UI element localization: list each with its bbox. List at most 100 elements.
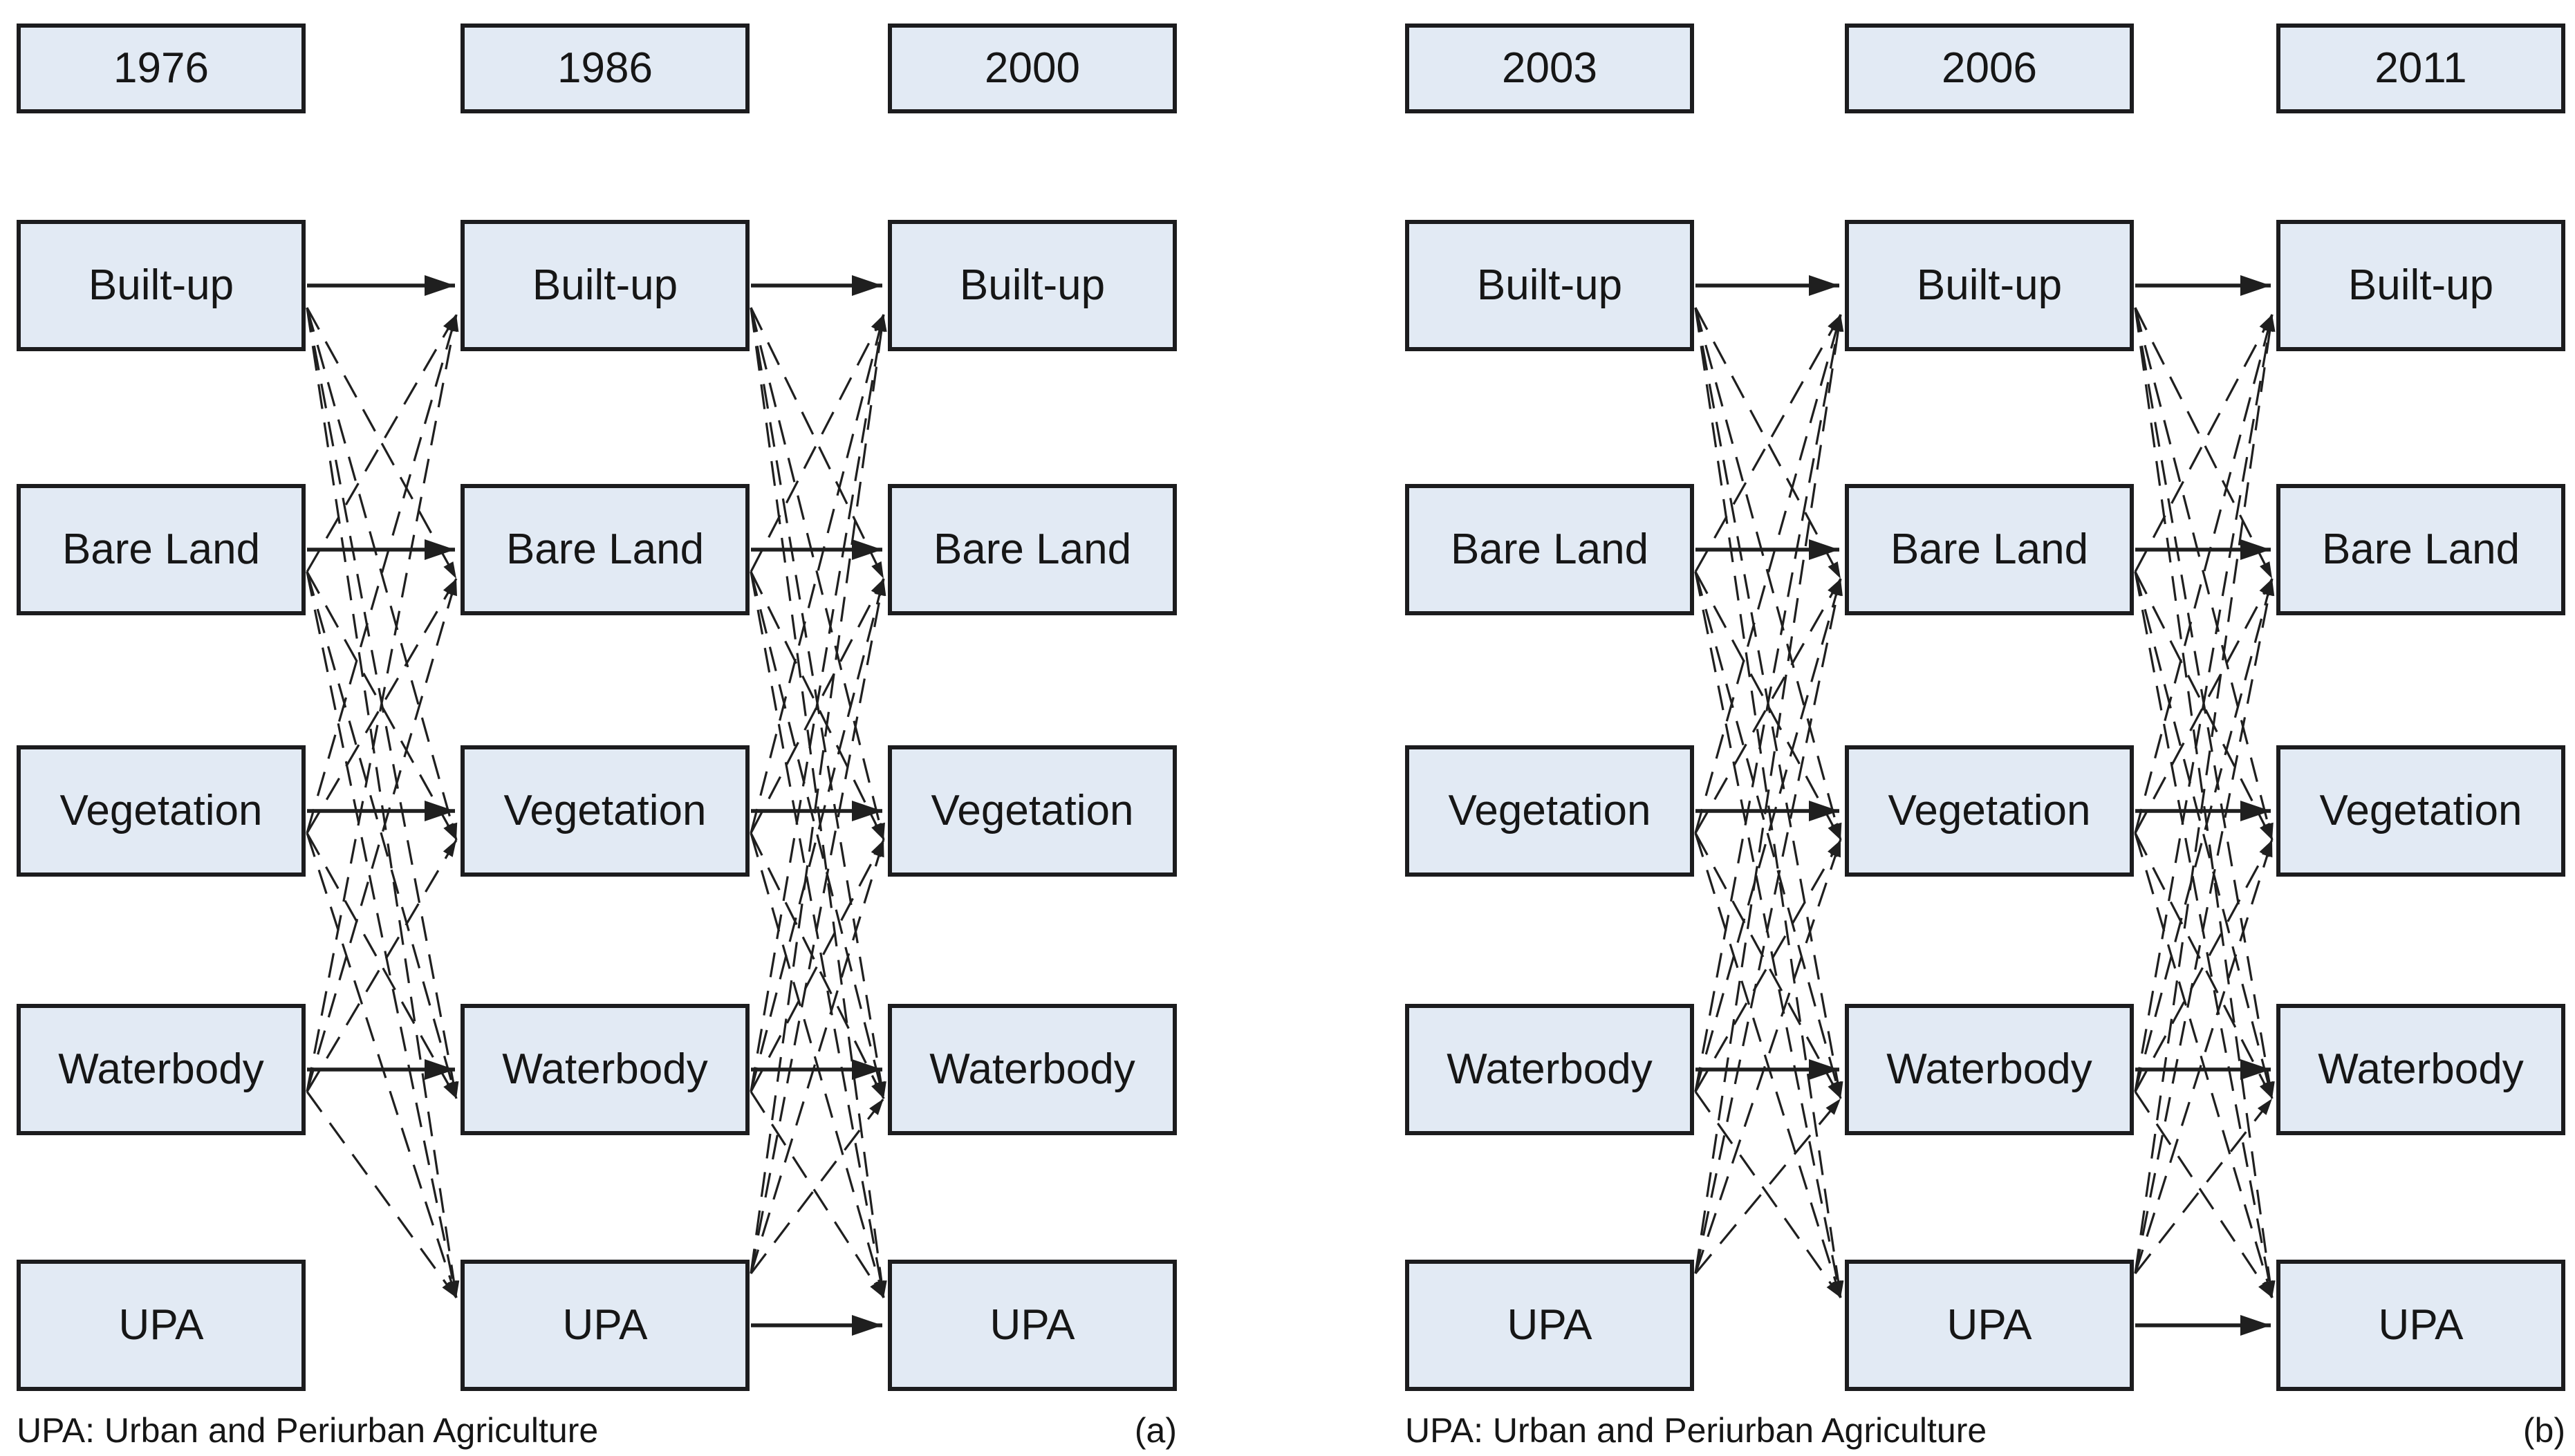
panel-a-col1-box-vegetation: Vegetation <box>17 745 306 877</box>
panel-b-dashed-link-bare-land-to-vegetation-0-1 <box>1694 571 1842 841</box>
panel-a-dashed-link-waterbody-to-vegetation-0-1 <box>306 839 458 1092</box>
panel-b-dashed-link-built-up-to-upa-0-1 <box>1694 307 1844 1298</box>
panel-a-dashed-link-bare-land-to-built-up-0-1 <box>306 314 458 572</box>
panel-b-caption: (b) <box>2522 1411 2565 1450</box>
panel-a-year-box-1986: 1986 <box>461 24 750 113</box>
panel-b-dashed-link-bare-land-to-upa-0-1 <box>1694 571 1843 1298</box>
panel-a-dashed-link-vegetation-to-waterbody-0-1 <box>306 832 458 1099</box>
panel-a-col1-box-bare-land: Bare Land <box>17 484 306 615</box>
panel-b-dashed-link-vegetation-to-bare-land-1-2 <box>2134 578 2274 834</box>
panel-b-dashed-link-upa-to-bare-land-0-1 <box>1694 578 1843 1274</box>
panel-b-col1-box-bare-land: Bare Land <box>1405 484 1694 615</box>
panel-b-dashed-link-vegetation-to-built-up-0-1 <box>1694 314 1842 834</box>
upa-legend-panel-b: UPA: Urban and Periurban Agriculture <box>1405 1411 1987 1450</box>
panel-a-dashed-link-waterbody-to-built-up-1-2 <box>750 314 886 1092</box>
panel-a-dashed-link-built-up-to-upa-1-2 <box>750 307 887 1298</box>
panel-a-col1-box-upa: UPA <box>17 1260 306 1391</box>
panel-b-dashed-link-waterbody-to-bare-land-0-1 <box>1694 578 1842 1092</box>
panel-b-dashed-link-upa-to-bare-land-1-2 <box>2134 578 2275 1274</box>
panel-b-col2-box-upa: UPA <box>1845 1260 2134 1391</box>
panel-a-dashed-link-waterbody-to-bare-land-1-2 <box>750 578 885 1092</box>
panel-a-dashed-link-bare-land-to-built-up-1-2 <box>750 314 885 572</box>
panel-b-dashed-link-waterbody-to-vegetation-1-2 <box>2134 839 2274 1092</box>
panel-b-dashed-link-vegetation-to-bare-land-0-1 <box>1694 578 1842 834</box>
panel-a-dashed-link-built-up-to-bare-land-1-2 <box>750 307 885 579</box>
panel-a-col1-box-built-up: Built-up <box>17 220 306 351</box>
panel-a-dashed-link-waterbody-to-upa-1-2 <box>750 1091 885 1298</box>
panel-b-col1-box-waterbody: Waterbody <box>1405 1004 1694 1135</box>
panel-b-dashed-link-built-up-to-vegetation-0-1 <box>1694 307 1842 841</box>
panel-a-col3-box-bare-land: Bare Land <box>888 484 1177 615</box>
panel-a-dashed-link-vegetation-to-built-up-0-1 <box>306 314 458 834</box>
panel-a-dashed-link-upa-to-built-up-1-2 <box>750 314 887 1274</box>
panel-a-dashed-link-waterbody-to-bare-land-0-1 <box>306 578 458 1092</box>
panel-b-dashed-link-bare-land-to-upa-1-2 <box>2134 571 2275 1298</box>
panel-b-col2-box-vegetation: Vegetation <box>1845 745 2134 877</box>
panel-b-dashed-link-bare-land-to-built-up-0-1 <box>1694 314 1842 572</box>
panel-b-dashed-link-waterbody-to-upa-0-1 <box>1694 1091 1842 1298</box>
panel-a-dashed-link-waterbody-to-built-up-0-1 <box>306 314 459 1092</box>
panel-b-dashed-link-built-up-to-vegetation-1-2 <box>2134 307 2274 841</box>
panel-a-dashed-link-built-up-to-vegetation-1-2 <box>750 307 885 841</box>
panel-b-year-box-2011: 2011 <box>2276 24 2565 113</box>
panel-b-col3-box-upa: UPA <box>2276 1260 2565 1391</box>
panel-b-dashed-link-bare-land-to-vegetation-1-2 <box>2134 571 2274 841</box>
panel-b-col2-box-built-up: Built-up <box>1845 220 2134 351</box>
panel-a-col3-box-vegetation: Vegetation <box>888 745 1177 877</box>
panel-a-dashed-link-bare-land-to-vegetation-1-2 <box>750 571 885 841</box>
panel-b-col3-box-bare-land: Bare Land <box>2276 484 2565 615</box>
panel-a-dashed-link-bare-land-to-upa-0-1 <box>306 571 459 1298</box>
panel-b-dashed-link-built-up-to-bare-land-1-2 <box>2134 307 2274 579</box>
panel-b-col1-box-vegetation: Vegetation <box>1405 745 1694 877</box>
panel-a-dashed-link-waterbody-to-upa-0-1 <box>306 1091 458 1298</box>
panel-b-col2-box-bare-land: Bare Land <box>1845 484 2134 615</box>
panel-a-dashed-link-upa-to-bare-land-1-2 <box>750 578 886 1274</box>
panel-b-col3-box-vegetation: Vegetation <box>2276 745 2565 877</box>
panel-a-year-box-2000: 2000 <box>888 24 1177 113</box>
panel-a-year-box-1976: 1976 <box>17 24 306 113</box>
panel-a-dashed-link-built-up-to-vegetation-0-1 <box>306 307 458 841</box>
panel-a-dashed-link-bare-land-to-waterbody-1-2 <box>750 571 885 1099</box>
panel-b-col1-box-upa: UPA <box>1405 1260 1694 1391</box>
panel-b-col3-box-waterbody: Waterbody <box>2276 1004 2565 1135</box>
panel-a-dashed-link-vegetation-to-bare-land-0-1 <box>306 578 458 834</box>
panel-a-col2-box-upa: UPA <box>461 1260 750 1391</box>
panel-a-dashed-link-vegetation-to-upa-1-2 <box>750 832 885 1298</box>
panel-b-dashed-link-bare-land-to-waterbody-0-1 <box>1694 571 1842 1099</box>
panel-b-dashed-link-built-up-to-upa-1-2 <box>2134 307 2276 1298</box>
panel-b-year-box-2006: 2006 <box>1845 24 2134 113</box>
panel-b-col2-box-waterbody: Waterbody <box>1845 1004 2134 1135</box>
panel-b-dashed-link-upa-to-built-up-1-2 <box>2134 314 2276 1274</box>
panel-a-col2-box-vegetation: Vegetation <box>461 745 750 877</box>
panel-b-dashed-link-vegetation-to-waterbody-0-1 <box>1694 832 1842 1099</box>
panel-b-dashed-link-built-up-to-bare-land-0-1 <box>1694 307 1842 579</box>
panel-a-dashed-link-built-up-to-bare-land-0-1 <box>306 307 458 579</box>
panel-b-dashed-link-vegetation-to-waterbody-1-2 <box>2134 832 2274 1099</box>
panel-b-dashed-link-bare-land-to-waterbody-1-2 <box>2134 571 2274 1099</box>
panel-a-col2-box-waterbody: Waterbody <box>461 1004 750 1135</box>
panel-a-dashed-link-vegetation-to-built-up-1-2 <box>750 314 885 834</box>
panel-a-col1-box-waterbody: Waterbody <box>17 1004 306 1135</box>
panel-b-dashed-link-waterbody-to-upa-1-2 <box>2134 1091 2274 1298</box>
panel-b-dashed-link-waterbody-to-built-up-1-2 <box>2134 314 2275 1092</box>
panel-b-dashed-link-bare-land-to-built-up-1-2 <box>2134 314 2274 572</box>
panel-a-dashed-link-bare-land-to-upa-1-2 <box>750 571 886 1298</box>
panel-a-dashed-link-vegetation-to-bare-land-1-2 <box>750 578 885 834</box>
panel-b-col3-box-built-up: Built-up <box>2276 220 2565 351</box>
panel-b-dashed-link-vegetation-to-upa-1-2 <box>2134 832 2274 1298</box>
upa-legend-panel-a: UPA: Urban and Periurban Agriculture <box>17 1411 599 1450</box>
panel-a-col3-box-waterbody: Waterbody <box>888 1004 1177 1135</box>
panel-b-year-box-2003: 2003 <box>1405 24 1694 113</box>
panel-a-col2-box-bare-land: Bare Land <box>461 484 750 615</box>
panel-a-caption: (a) <box>1134 1411 1177 1450</box>
panel-b-dashed-link-vegetation-to-built-up-1-2 <box>2134 314 2274 834</box>
panel-b-dashed-link-waterbody-to-built-up-0-1 <box>1694 314 1843 1092</box>
panel-a-dashed-link-waterbody-to-vegetation-1-2 <box>750 839 885 1092</box>
panel-b-col1-box-built-up: Built-up <box>1405 220 1694 351</box>
panel-a-dashed-link-vegetation-to-upa-0-1 <box>306 832 458 1298</box>
panel-a-dashed-link-bare-land-to-waterbody-0-1 <box>306 571 458 1099</box>
panel-a-dashed-link-bare-land-to-vegetation-0-1 <box>306 571 458 841</box>
panel-a-dashed-link-vegetation-to-waterbody-1-2 <box>750 832 885 1099</box>
